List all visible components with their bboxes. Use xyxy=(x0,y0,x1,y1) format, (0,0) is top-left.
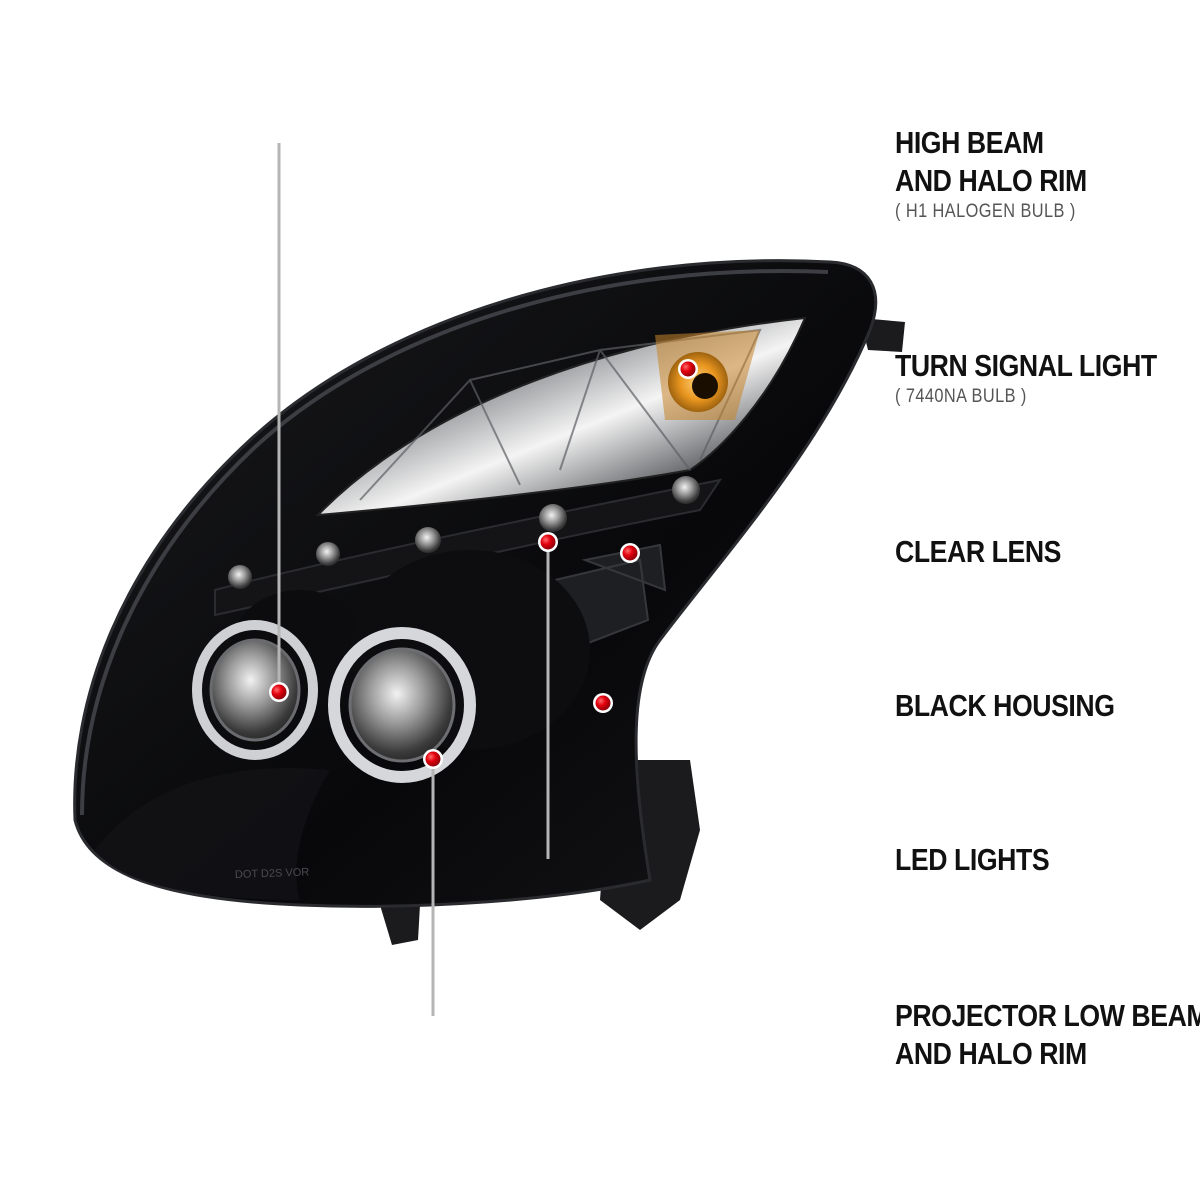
halo-rim-inner xyxy=(348,647,456,763)
label-high-beam-line2: AND HALO RIM xyxy=(895,163,1087,198)
turn-signal-bulb-socket xyxy=(692,373,718,399)
callout-markers xyxy=(269,359,698,769)
halo-rim-inner xyxy=(209,638,301,742)
turn-signal-reflector-facets xyxy=(359,328,762,501)
label-clear-lens-line1: CLEAR LENS xyxy=(895,534,1062,569)
marker-black-housing xyxy=(593,693,613,713)
marker-turn-signal xyxy=(678,359,698,379)
led-light xyxy=(672,476,700,504)
label-high-beam-note: ( H1 HALOGEN BULB ) xyxy=(895,201,1076,222)
label-black-housing: BLACK HOUSING xyxy=(895,687,1115,725)
label-projector-line2: AND HALO RIM xyxy=(895,1036,1087,1071)
led-light xyxy=(415,527,441,553)
label-turn-signal-note: ( 7440NA BULB ) xyxy=(895,386,1027,407)
led-light xyxy=(539,504,567,532)
label-led-lights-line1: LED LIGHTS xyxy=(895,842,1050,877)
marker-high-beam xyxy=(269,682,289,702)
led-lights-row xyxy=(228,476,700,589)
led-strip xyxy=(214,478,723,617)
marker-projector xyxy=(423,749,443,769)
marker-clear-lens xyxy=(620,543,640,563)
lower-lens xyxy=(95,768,330,900)
halo-rim xyxy=(328,627,476,783)
leader-lines xyxy=(277,141,882,1018)
marker-led-lights xyxy=(538,532,558,552)
halo-rim xyxy=(192,620,318,760)
headlight-assembly: DOT D2S VOR xyxy=(73,259,905,945)
low-beam-projector xyxy=(328,627,476,783)
label-high-beam: HIGH BEAM AND HALO RIM ( H1 HALOGEN BULB… xyxy=(895,124,1087,224)
led-light xyxy=(228,565,252,589)
label-turn-signal-line1: TURN SIGNAL LIGHT xyxy=(895,348,1157,383)
led-light xyxy=(316,542,340,566)
label-projector-line1: PROJECTOR LOW BEAM xyxy=(895,998,1200,1033)
lens-markings: DOT D2S VOR xyxy=(235,866,310,881)
label-led-lights: LED LIGHTS xyxy=(895,841,1050,879)
label-high-beam-line1: HIGH BEAM xyxy=(895,125,1044,160)
label-clear-lens: CLEAR LENS xyxy=(895,533,1061,571)
high-beam-projector xyxy=(192,620,318,760)
label-black-housing-line1: BLACK HOUSING xyxy=(895,688,1115,723)
label-turn-signal: TURN SIGNAL LIGHT ( 7440NA BULB ) xyxy=(895,347,1157,409)
bottom-mount-tab xyxy=(380,905,420,945)
label-projector: PROJECTOR LOW BEAM AND HALO RIM xyxy=(895,997,1200,1073)
